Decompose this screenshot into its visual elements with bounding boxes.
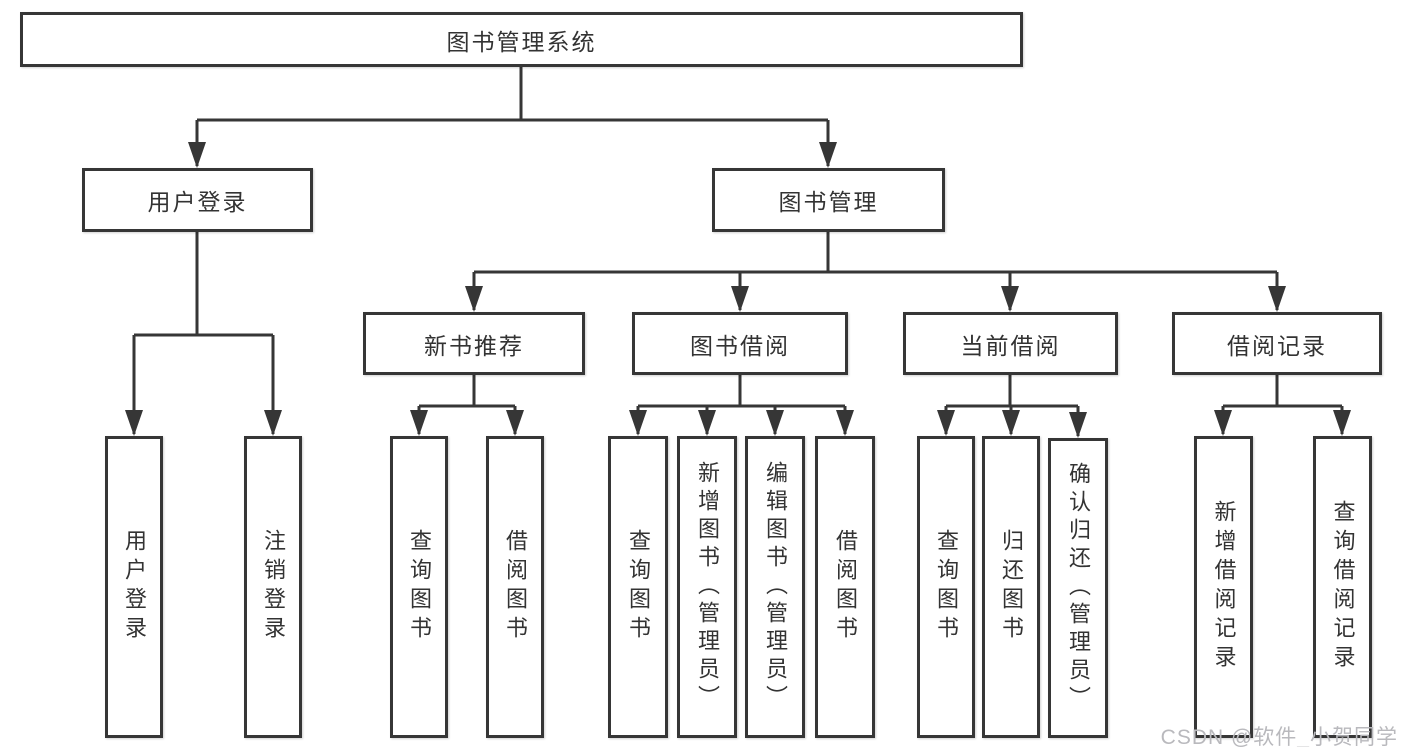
leaf-label: 查询图书 [934,529,959,645]
leaf-cb-confirm-return-admin: 确认归还（管理员） [1048,438,1108,738]
leaf-nbr-query-books: 查询图书 [390,436,448,738]
leaf-label: 新增借阅记录 [1211,500,1237,674]
leaf-bb-query-books: 查询图书 [608,436,668,738]
node-book-borrowing: 图书借阅 [632,312,848,375]
leaf-logout: 注销登录 [244,436,302,738]
leaf-cb-return-books: 归还图书 [982,436,1040,738]
leaf-label: 编辑图书（管理员） [763,461,788,713]
leaf-label: 注销登录 [261,529,286,645]
leaf-cb-query-books: 查询图书 [917,436,975,738]
leaf-nbr-borrow-books: 借阅图书 [486,436,544,738]
leaf-bb-add-book-admin: 新增图书（管理员） [677,436,737,738]
csdn-watermark: CSDN @软件_小贺同学 [1160,726,1398,747]
node-current-borrowing: 当前借阅 [903,312,1118,375]
leaf-br-query-record: 查询借阅记录 [1313,436,1372,738]
leaf-label: 新增图书（管理员） [695,461,720,713]
node-root-title: 图书管理系统 [20,12,1023,67]
node-book-management: 图书管理 [712,168,945,232]
leaf-bb-edit-book-admin: 编辑图书（管理员） [745,436,805,738]
leaf-label: 归还图书 [999,529,1024,645]
leaf-label: 借阅图书 [503,529,528,645]
leaf-bb-borrow-books: 借阅图书 [815,436,875,738]
node-new-book-recommend: 新书推荐 [363,312,585,375]
leaf-user-login: 用户登录 [105,436,163,738]
leaf-label: 用户登录 [122,529,147,645]
leaf-label: 查询图书 [626,529,651,645]
leaf-label: 借阅图书 [833,529,858,645]
node-user-login: 用户登录 [82,168,313,232]
leaf-label: 查询图书 [407,529,432,645]
leaf-br-add-record: 新增借阅记录 [1194,436,1253,738]
leaf-label: 查询借阅记录 [1330,500,1356,674]
leaf-label: 确认归还（管理员） [1066,462,1091,714]
node-borrow-records: 借阅记录 [1172,312,1382,375]
